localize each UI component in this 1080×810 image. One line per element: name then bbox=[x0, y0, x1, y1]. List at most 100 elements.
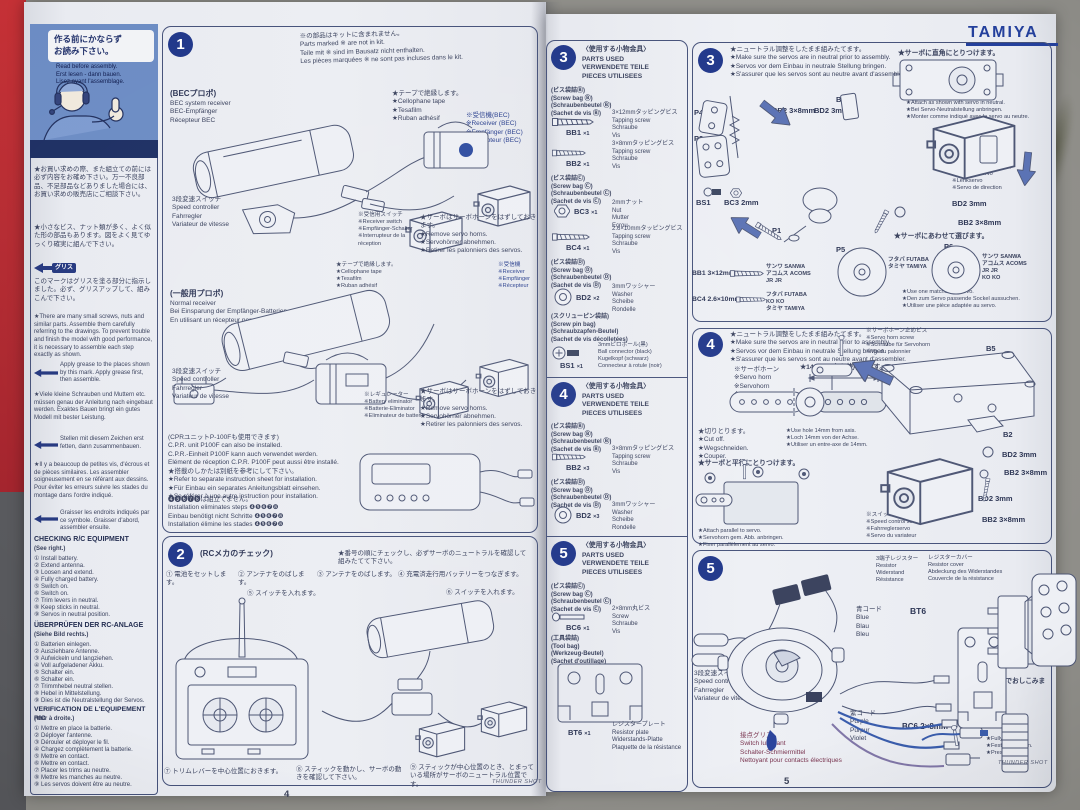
part-desc-bc6: 2×8mm丸ビス Screw Schraube Vis bbox=[612, 606, 651, 636]
desk-bar bbox=[30, 140, 158, 158]
kit-note: ※の部品はキットに含まれません。 Parts marked ※ are not … bbox=[299, 30, 464, 65]
section4-neutral-note: ★ニュートラル調整をしたまま組みたてます。 ★Make sure the ser… bbox=[730, 331, 906, 363]
code: BC6 bbox=[566, 623, 582, 632]
parts-used-header-3-sub: PARTS USED VERWENDETE TEILE PIECES UTILI… bbox=[582, 56, 649, 80]
bag-c-header-3: (ビス袋詰Ⓒ) (Screw bag Ⓒ) (Schraubenbeutel Ⓒ… bbox=[551, 176, 612, 206]
callout-5: ⑤ スイッチを入れます。 bbox=[247, 590, 320, 597]
step2-number: 2 bbox=[168, 542, 193, 567]
parts-divider-1 bbox=[546, 377, 688, 378]
label-p5: P5 bbox=[836, 245, 846, 254]
label-b2: B2 bbox=[1003, 430, 1013, 439]
label-bb2-s4a: BB2 3×8mm bbox=[1004, 468, 1048, 477]
label-bc3: BC3 2mm bbox=[724, 198, 759, 207]
cpr-note: (CPRユニットP-100Fも使用できます) C.P.R. unit P100F… bbox=[168, 434, 339, 466]
code: BC4 bbox=[566, 243, 582, 252]
part-desc-bb2: 3×8mmタッピングビス Tapping screw Schraube Vis bbox=[612, 141, 675, 171]
code: BT6 bbox=[568, 728, 583, 737]
wheel-right-brands: サンワ SANWA アコムス ACOMS JR JR KO KO bbox=[982, 254, 1027, 282]
bag-b-header-4: (ビス袋詰Ⓑ) (Screw bag Ⓑ) (Schraubenbeutel Ⓑ… bbox=[551, 424, 612, 454]
sidebar-title-card bbox=[48, 30, 154, 62]
label-p6: P6 bbox=[944, 242, 954, 251]
label-receiver-switch: ※受信用スイッチ ※Receiver switch ※Empfänger-Sch… bbox=[358, 212, 413, 247]
checking-rc-sub-de: (Siehe Bild rechts.) bbox=[34, 632, 89, 638]
grease-tube-icon bbox=[34, 263, 64, 273]
step4-number-parts: 4 bbox=[551, 382, 576, 407]
part-desc-bc3: 2mmナット Nut Mutter Ecrou bbox=[612, 200, 644, 230]
part-desc-bt6: レジスタープレート Resistor plate Widerstands-Pla… bbox=[612, 722, 682, 752]
label-bd2-s4a: BD2 3mm bbox=[1002, 450, 1037, 459]
code: BD2 bbox=[576, 511, 592, 520]
callout-6: ⑥ スイッチを入れます。 bbox=[446, 589, 519, 596]
step3-number: 3 bbox=[551, 45, 576, 70]
label-speed-controller-2: 3段変速スイッチ Speed controller Fahrregler Var… bbox=[172, 368, 229, 400]
screw-pin-bag-header: (スクリューピン袋詰) (Screw pin bag) (Schraubzapf… bbox=[551, 314, 628, 344]
label-receiver-2: ※受信機 ※Receiver ※Empfänger ※Récepteur bbox=[498, 262, 531, 290]
callout-8: ⑧ スティックを動かし、サーボの動きを確認して下さい。 bbox=[296, 766, 402, 782]
callout-3: ③ アンテナをのばします。 bbox=[317, 571, 396, 578]
sidebar-note-fr: ★Il y a beaucoup de petites vis, d'écrou… bbox=[34, 462, 150, 499]
sidebar-note-en: ★There are many small screws, nuts and s… bbox=[34, 314, 153, 359]
code: BB2 bbox=[566, 463, 582, 472]
tamiya-logo-underline bbox=[966, 43, 1058, 46]
label-resistor-cover: レジスターカバー Resistor cover Abdeckung des Wi… bbox=[928, 555, 1003, 583]
qty: ×1 bbox=[576, 364, 583, 370]
diagram-servo-horn bbox=[695, 335, 1036, 526]
bc4-servo-brands: フタバ FUTABA KO KO タミヤ TAMIYA bbox=[766, 292, 807, 313]
part-code-bt6: BT6 ×1 bbox=[568, 728, 591, 737]
callout-4: ④ 充電済走行用バッテリーをつなぎます。 bbox=[398, 571, 523, 578]
cpr-install-note: ★搭載のしかたは別紙を参考にして下さい。 ★Refer to separate … bbox=[168, 468, 321, 500]
section3-diagram-box bbox=[692, 42, 1052, 322]
label-parallel-sub: ★Attach parallel to servo. ★Servohorn ge… bbox=[698, 528, 784, 549]
label-horn-screw: ※サーボホーン止めビス ※Servo horn screw ※Schraube … bbox=[866, 328, 931, 356]
label-bt6: BT6 bbox=[910, 606, 927, 616]
wheel-left-brands: フタバ FUTABA タミヤ TAMIYA bbox=[888, 257, 929, 271]
qty: ×1 bbox=[583, 626, 590, 632]
label-p4: P4 bbox=[694, 108, 704, 117]
checking-rc-items-de: ① Batterien einlegen. ② Ausziehbare Ante… bbox=[34, 642, 145, 704]
diagram-cpr-unit bbox=[359, 453, 535, 511]
checking-rc-title-en: CHECKING R/C EQUIPMENT bbox=[34, 536, 129, 543]
label-bc4-screw: BC4 2.6×10mm bbox=[692, 296, 741, 303]
part-desc-bb2-s4: 3×8mmタッピングビス Tapping screw Schraube Vis bbox=[612, 446, 675, 476]
qty: ×1 bbox=[583, 162, 590, 168]
diagram-normal-setup bbox=[173, 289, 529, 420]
parts-divider-2 bbox=[546, 536, 688, 537]
part-code-bc3: BC3 ×1 bbox=[574, 207, 597, 216]
checking-rc-sub-fr: (Voir à droite.) bbox=[34, 716, 75, 722]
diagram-bec-setup bbox=[192, 121, 531, 253]
part-code-bb1: BB1 ×1 bbox=[566, 128, 589, 137]
callout-9: ⑨ スティックが中心位置のとき、とまっている場所がサーボのニュートラル位置です。 bbox=[410, 764, 534, 788]
resistor-plate-icon bbox=[557, 663, 643, 723]
section2-note: ★番号の順にチェックし、必ずサーボのニュートラルを確認して組みたてて下さい。 bbox=[338, 550, 527, 566]
step5-number-parts: 5 bbox=[551, 541, 576, 566]
label-bd2-top: BD2 3mm bbox=[814, 106, 849, 115]
round-screw-icon bbox=[552, 612, 585, 622]
bag-c-header-5: (ビス袋詰Ⓒ) (Screw bag Ⓒ) (Schraubenbeutel Ⓒ… bbox=[551, 584, 612, 614]
page-number-left: 4 bbox=[284, 789, 290, 800]
sidebar-grease-de: Stellen mit diesem Zeichen erst fetten, … bbox=[60, 436, 144, 450]
step4-number-diagram: 4 bbox=[698, 332, 723, 357]
label-blue-cord: 青コード Blue Blau Bleu bbox=[856, 606, 882, 638]
diagram-speed-controller bbox=[691, 573, 1077, 773]
sidebar-note-de: ★Viele kleine Schrauben und Muttern etc.… bbox=[34, 392, 153, 422]
step1-number: 1 bbox=[168, 32, 193, 57]
section1-title: (BECプロポ) bbox=[170, 89, 217, 98]
parts-column-box bbox=[546, 40, 688, 792]
bb1-servo-brands: サンワ SANWA アコムス ACOMS JR JR bbox=[766, 264, 811, 285]
tapping-screw-icon bbox=[552, 233, 590, 241]
tool-bag-header: (工具袋詰) (Tool bag) (Werkzeug-Beutel) (Sac… bbox=[551, 636, 607, 666]
sidebar-grease-fr: Graisser les endroits indiqués par ce sy… bbox=[60, 510, 150, 532]
parts-used-header-3-jp: 〈使用する小物金具〉 bbox=[582, 46, 650, 53]
callout-7: ⑦ トリムレバーを中心位置におきます。 bbox=[164, 768, 283, 775]
checking-rc-sub-en: (See right.) bbox=[34, 546, 66, 552]
grease-badge: グリス bbox=[52, 263, 77, 273]
parts-used-header-5-jp: 〈使用する小物金具〉 bbox=[582, 542, 650, 549]
tapping-screw-icon bbox=[552, 118, 594, 126]
label-bb2-s4b: BB2 3×8mm bbox=[982, 515, 1026, 524]
washer-icon bbox=[554, 288, 572, 306]
grease-tube-icon bbox=[34, 369, 58, 377]
part-code-bc4: BC4 ×1 bbox=[566, 243, 589, 252]
nut-icon bbox=[554, 204, 570, 218]
label-bb1-screw: BB1 3×12mm bbox=[692, 270, 735, 277]
checking-rc-title-de: ÜBERPRÜFEN DER RC-ANLAGE bbox=[34, 622, 144, 629]
